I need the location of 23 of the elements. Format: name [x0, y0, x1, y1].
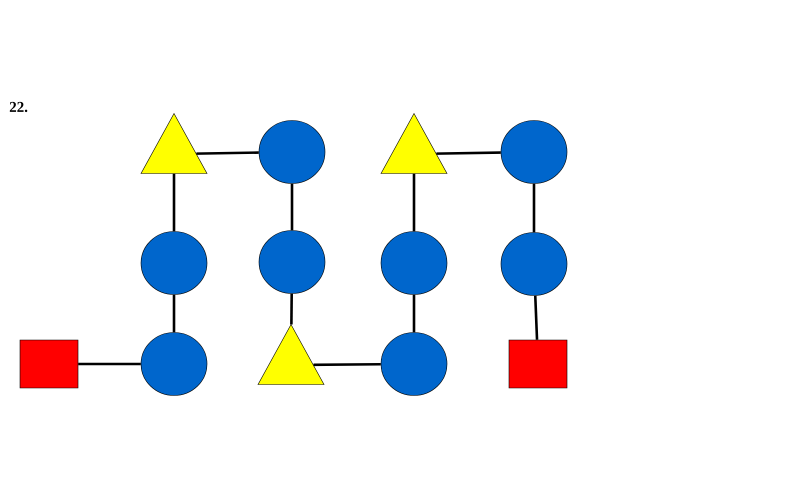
circle-shape: [500, 232, 568, 296]
connector-line: [172, 174, 176, 232]
circle-shape: [258, 120, 326, 184]
connector-line: [196, 151, 259, 155]
square-shape: [20, 340, 78, 388]
connector-line: [172, 294, 176, 332]
connector-line: [290, 184, 294, 230]
circle-shape: [140, 231, 208, 295]
connector-line: [412, 294, 416, 332]
circle-shape: [140, 332, 208, 396]
circle-shape: [380, 332, 448, 396]
circle-shape: [500, 120, 568, 184]
problem-number: 22.: [10, 102, 28, 112]
square-shape: [508, 340, 568, 388]
connector-line: [436, 151, 501, 155]
circle-shape: [380, 231, 448, 295]
circle-shape: [258, 230, 326, 294]
connector-line: [532, 184, 536, 232]
connector-line: [314, 362, 381, 366]
connector-line: [534, 296, 538, 340]
connector-line: [78, 362, 141, 366]
connector-line: [290, 294, 293, 324]
connector-line: [412, 174, 416, 232]
